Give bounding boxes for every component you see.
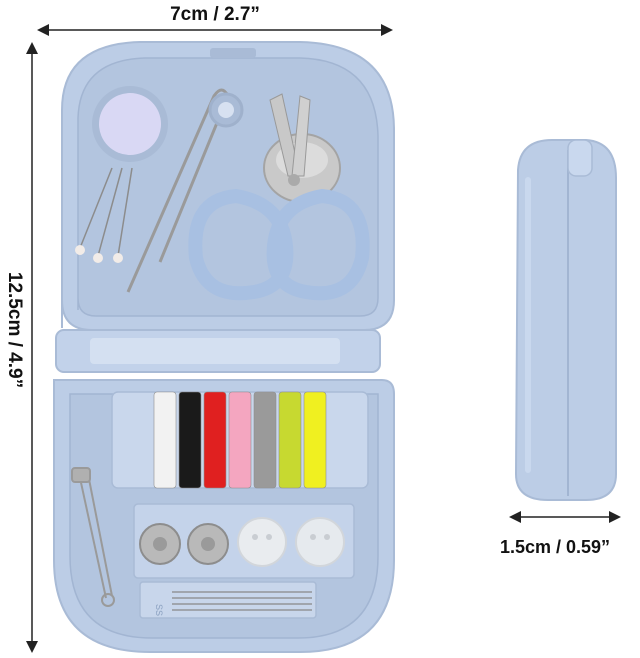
thread-spool bbox=[178, 391, 202, 489]
case-hinge bbox=[55, 329, 381, 373]
thread-spool bbox=[278, 391, 302, 489]
shirt-buttons bbox=[237, 517, 345, 567]
case-side-view bbox=[514, 139, 617, 501]
case-lid bbox=[61, 41, 395, 331]
needle-strip bbox=[139, 581, 317, 619]
thread-spool bbox=[153, 391, 177, 489]
thread-spools bbox=[153, 391, 327, 489]
thread-spool bbox=[303, 391, 327, 489]
thread-spool bbox=[203, 391, 227, 489]
safety-pin bbox=[71, 467, 115, 607]
width-dimension-label: 7cm / 2.7” bbox=[170, 4, 260, 25]
snap-buttons bbox=[139, 523, 229, 565]
case-label: SS bbox=[154, 604, 164, 616]
thread-spool bbox=[253, 391, 277, 489]
case-base: SS bbox=[53, 379, 395, 653]
depth-dimension-label: 1.5cm / 0.59” bbox=[499, 537, 611, 557]
scissors bbox=[188, 93, 370, 301]
thread-spool bbox=[228, 391, 252, 489]
pins bbox=[79, 167, 133, 257]
